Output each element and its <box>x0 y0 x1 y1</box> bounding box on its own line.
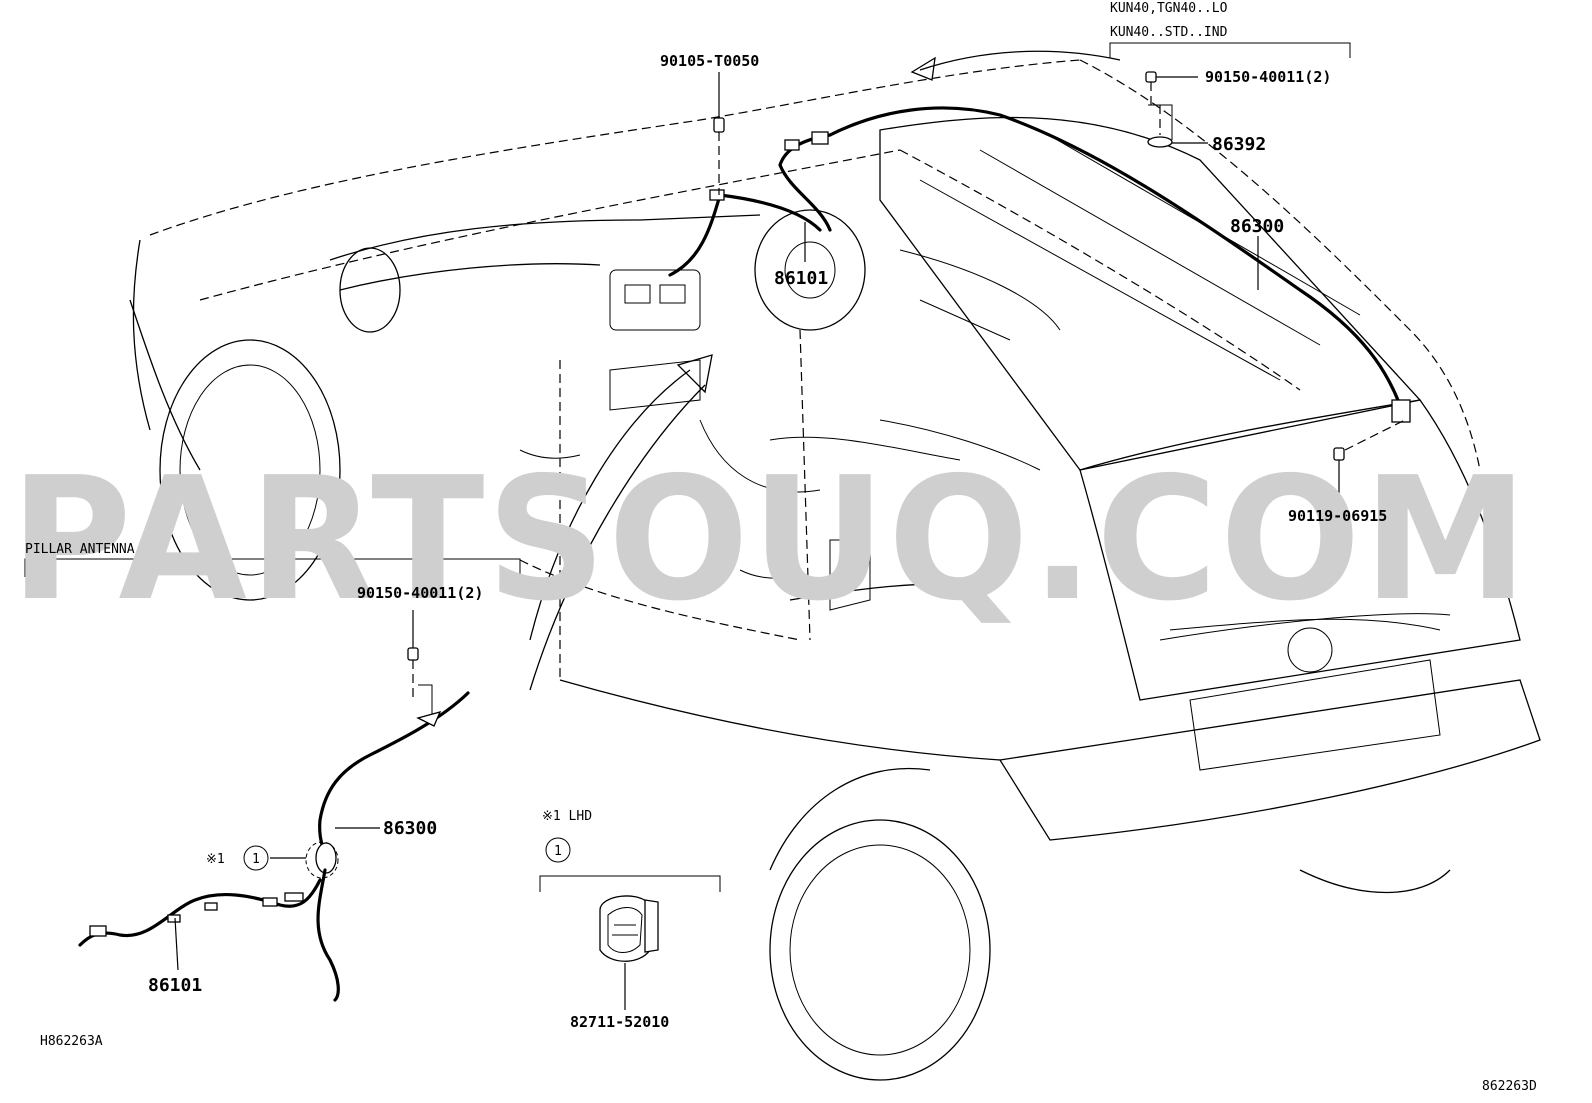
antenna-cable-roof <box>778 106 1411 423</box>
label-clip-part: 82711-52010 <box>570 1013 669 1031</box>
bolt-rear-icon <box>1333 419 1406 505</box>
circle-marker-lhd <box>545 837 571 863</box>
label-pad-top-right: 86392 <box>1212 134 1266 155</box>
screw-pad-group <box>1145 71 1208 148</box>
label-pillar-title: PILLAR ANTENNA <box>25 542 135 557</box>
circle-marker-1 <box>243 845 269 871</box>
label-circle-lhd: 1 <box>554 844 562 859</box>
label-lhd-note: ※1 LHD <box>542 809 592 824</box>
label-cable-dash: 86101 <box>774 268 828 289</box>
clip-part-icon <box>599 895 659 1010</box>
label-cable-pillar-lower: 86101 <box>148 975 202 996</box>
label-bolt-top: 90105-T0050 <box>660 52 759 70</box>
label-screw-pillar: 90150-40011(2) <box>357 584 483 602</box>
vehicle-outline <box>129 50 1541 1081</box>
watermark: PARTSOUQ.COM <box>10 441 1530 639</box>
label-circle-1: 1 <box>252 852 260 867</box>
label-variant-1: KUN40,TGN40..LO <box>1110 1 1228 16</box>
label-ref-left: H862263A <box>40 1034 103 1049</box>
label-screw-top-right: 90150-40011(2) <box>1205 68 1331 86</box>
label-ref-right: 862263D <box>1482 1079 1537 1094</box>
lhd-bracket <box>539 875 721 892</box>
variant-bracket <box>1109 42 1351 58</box>
pillar-antenna-assembly <box>78 610 470 1002</box>
label-cable-roof: 86300 <box>1230 216 1284 237</box>
pillar-antenna-bracket <box>24 558 521 577</box>
antenna-cable-dash <box>668 189 822 277</box>
label-bolt-rear: 90119-06915 <box>1288 507 1387 525</box>
label-cable-pillar: 86300 <box>383 818 437 839</box>
label-note-marker: ※1 <box>206 852 225 867</box>
label-variant-2: KUN40..STD..IND <box>1110 25 1228 40</box>
